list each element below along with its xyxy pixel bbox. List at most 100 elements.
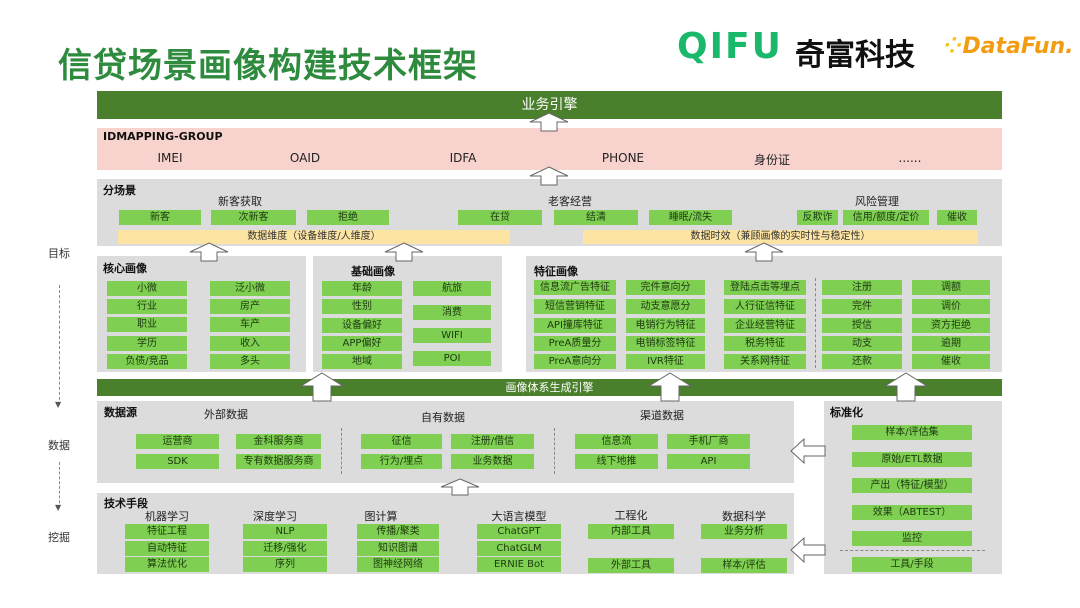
feature-chip: 电销行为特征 xyxy=(626,318,705,333)
data-chip: 征信 xyxy=(361,434,442,449)
data-source-title: 数据源 xyxy=(104,406,137,419)
feature-chip: 调价 xyxy=(912,299,990,314)
feature-chip: PreA意向分 xyxy=(534,354,616,369)
core-chip: 多头 xyxy=(210,354,290,369)
own-data-title: 自有数据 xyxy=(421,411,465,424)
core-chip: 职业 xyxy=(107,317,187,332)
basic-chip: APP偏好 xyxy=(322,336,402,351)
data-chip: 金科服务商 xyxy=(236,434,321,449)
standard-chip: 样本/评估集 xyxy=(852,425,972,440)
basic-chip: POI xyxy=(413,351,491,366)
up-arrow-icon xyxy=(744,242,784,262)
llm-title: 大语言模型 xyxy=(491,510,547,523)
graph-title: 图计算 xyxy=(364,510,398,523)
down-arrow-icon: ▼ xyxy=(55,503,62,512)
core-chip: 房产 xyxy=(210,299,290,314)
profile-engine-bar: 画像体系生成引擎 xyxy=(97,379,1002,396)
scenario-chip: 催收 xyxy=(937,210,977,225)
tech-chip: ChatGLM xyxy=(477,541,561,556)
scenario-chip: 睡眠/流失 xyxy=(649,210,732,225)
feature-chip: 动支 xyxy=(822,336,902,351)
feature-chip: 授信 xyxy=(822,318,902,333)
data-chip: 行为/埋点 xyxy=(361,454,442,469)
feature-chip: 信息流广告特征 xyxy=(534,280,616,295)
qifu-logo: QIFU xyxy=(677,26,783,67)
down-arrow-icon: ▼ xyxy=(55,400,62,409)
standard-chip: 产出（特征/模型） xyxy=(852,478,972,493)
feature-chip: 人行征信特征 xyxy=(724,299,806,314)
feature-chip: 登陆点击等埋点 xyxy=(724,280,806,295)
data-chip: 注册/借信 xyxy=(451,434,534,449)
id-item: 身份证 xyxy=(753,153,790,167)
scenario-chip: 信用/额度/定价 xyxy=(843,210,929,225)
basic-chip: 设备偏好 xyxy=(322,318,402,333)
side-divider xyxy=(59,285,60,405)
up-arrow-icon xyxy=(189,242,229,262)
left-arrow-icon xyxy=(790,536,826,564)
up-arrow-icon xyxy=(647,372,693,402)
feature-chip: 还款 xyxy=(822,354,902,369)
qifu-cn-logo: 奇富科技 xyxy=(795,38,915,73)
up-arrow-icon xyxy=(529,112,569,132)
data-chip: 业务数据 xyxy=(451,454,534,469)
engineering-title: 工程化 xyxy=(614,509,648,522)
core-chip: 负债/竞品 xyxy=(107,354,187,369)
datafun-logo: ⁘DataFun. xyxy=(944,34,1074,59)
feature-chip: 短信营销特征 xyxy=(534,299,616,314)
data-chip: 运营商 xyxy=(136,434,219,449)
tech-chip: 迁移/强化 xyxy=(243,541,327,556)
feature-chip: 电销标签特征 xyxy=(626,336,705,351)
scenario-chip: 在贷 xyxy=(458,210,542,225)
data-label: 数据 xyxy=(48,439,70,452)
basic-chip: 性别 xyxy=(322,299,402,314)
core-chip: 收入 xyxy=(210,336,290,351)
core-chip: 行业 xyxy=(107,299,187,314)
feature-chip: 注册 xyxy=(822,280,902,295)
data-divider xyxy=(341,428,342,474)
tech-box xyxy=(97,493,794,574)
basic-profile-title: 基础画像 xyxy=(351,265,395,278)
page-title: 信贷场景画像构建技术框架 xyxy=(58,46,478,86)
standard-chip: 监控 xyxy=(852,531,972,546)
feature-chip: 调额 xyxy=(912,280,990,295)
channel-data-title: 渠道数据 xyxy=(640,409,684,422)
standard-chip: 工具/手段 xyxy=(852,557,972,572)
data-timeliness-bar: 数据时效（兼顾画像的实时性与稳定性） xyxy=(583,230,978,244)
external-data-title: 外部数据 xyxy=(204,408,248,421)
up-arrow-icon xyxy=(440,478,480,496)
scenario-chip: 次新客 xyxy=(211,210,296,225)
core-profile-box xyxy=(97,256,306,372)
feature-chip: 完件 xyxy=(822,299,902,314)
feature-chip: API撞库特征 xyxy=(534,318,616,333)
basic-chip: WIFI xyxy=(413,328,491,343)
feature-chip: 逾期 xyxy=(912,336,990,351)
up-arrow-icon xyxy=(529,166,569,186)
feature-chip: 税务特征 xyxy=(724,336,806,351)
tech-chip: 序列 xyxy=(243,557,327,572)
basic-chip: 地域 xyxy=(322,354,402,369)
core-chip: 学历 xyxy=(107,336,187,351)
up-arrow-icon xyxy=(384,242,424,262)
basic-chip: 航旅 xyxy=(413,281,491,296)
standardization-title: 标准化 xyxy=(830,406,863,419)
mining-label: 挖掘 xyxy=(48,531,70,544)
scenario-chip: 结清 xyxy=(554,210,638,225)
feature-chip: 完件意向分 xyxy=(626,280,705,295)
tech-chip: 知识图谱 xyxy=(357,541,439,556)
data-dimension-bar: 数据维度（设备维度/人维度） xyxy=(118,230,510,244)
idmapping-group xyxy=(97,128,1002,170)
tech-title: 技术手段 xyxy=(104,497,148,510)
tech-chip: NLP xyxy=(243,524,327,539)
goal-label: 目标 xyxy=(48,247,70,260)
feature-chip: 催收 xyxy=(912,354,990,369)
scenario-chip: 拒绝 xyxy=(307,210,389,225)
core-chip: 小微 xyxy=(107,281,187,296)
tech-chip: 样本/评估 xyxy=(701,558,787,573)
new-customer-title: 新客获取 xyxy=(218,195,262,208)
tech-chip: 内部工具 xyxy=(588,524,674,539)
standard-divider xyxy=(840,550,985,551)
old-customer-title: 老客经营 xyxy=(548,195,592,208)
feature-divider xyxy=(815,278,816,368)
core-profile-title: 核心画像 xyxy=(103,262,147,275)
data-chip: 线下地推 xyxy=(575,454,658,469)
